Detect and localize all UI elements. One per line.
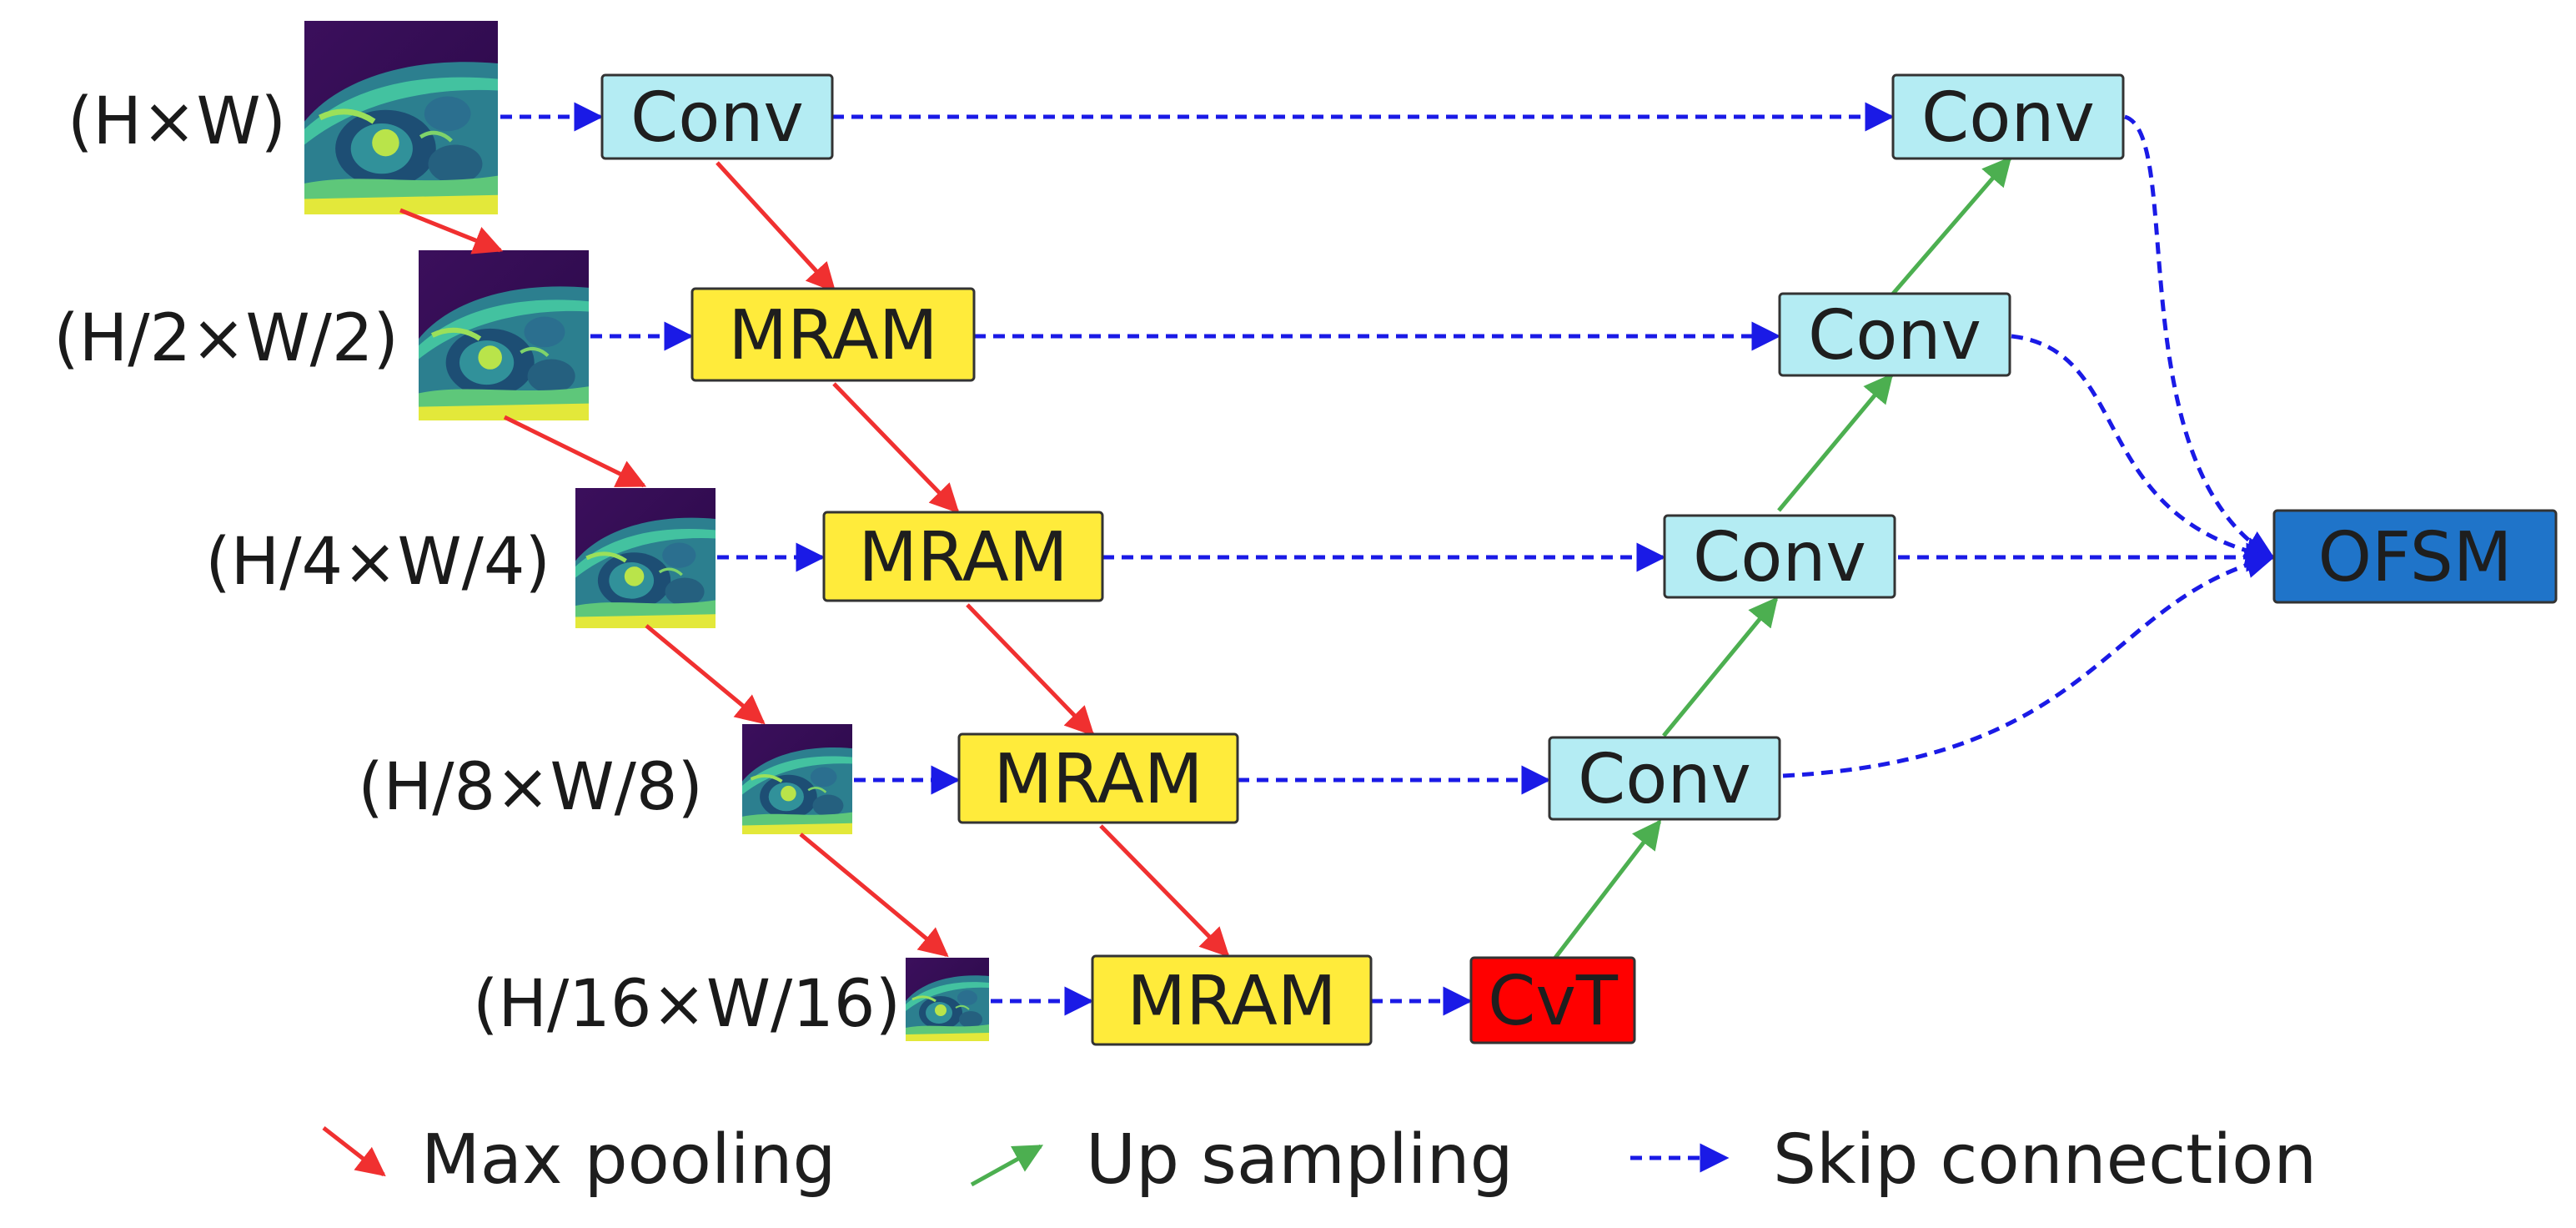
conv-label: Conv	[630, 78, 804, 158]
mram-label: MRAM	[858, 518, 1067, 597]
input-image-eighth	[742, 724, 852, 834]
legend-upsample-label: Up sampling	[1086, 1120, 1514, 1200]
input-image-sixteenth	[906, 958, 989, 1041]
mram-block-2: MRAM	[822, 511, 1104, 602]
input-image-half	[419, 250, 589, 420]
maxpool-image-1	[399, 208, 504, 254]
mram-block-3: MRAM	[957, 732, 1239, 824]
scale-label-2: (H/2×W/2)	[53, 301, 399, 376]
mram-block-1: MRAM	[690, 287, 976, 382]
scale-label-4: (H/8×W/8)	[358, 750, 703, 825]
maxpool-enc-2	[832, 382, 960, 514]
maxpool-image-4	[799, 833, 949, 958]
conv-block-encoder: Conv	[600, 73, 834, 160]
conv-block-decoder-2: Conv	[1778, 292, 2011, 377]
legend-maxpool-label: Max pooling	[421, 1120, 836, 1200]
legend: Max pooling Up sampling Skip connection	[322, 1120, 2317, 1200]
conv-block-decoder-3: Conv	[1663, 514, 1896, 599]
legend-upsample-arrow	[970, 1144, 1044, 1187]
ofsm-label: OFSM	[2317, 518, 2512, 597]
cvt-block: CvT	[1469, 956, 1636, 1044]
upsample-3	[1777, 373, 1894, 512]
input-image-full	[304, 21, 498, 214]
skip-dec-ofsm-4	[1782, 549, 2276, 778]
mram-label: MRAM	[1127, 962, 1336, 1041]
legend-skip-label: Skip connection	[1773, 1120, 2317, 1200]
conv-label: Conv	[1578, 740, 1751, 819]
conv-block-decoder-4: Conv	[1548, 736, 1781, 821]
maxpool-image-3	[645, 624, 766, 725]
mram-label: MRAM	[728, 296, 937, 375]
conv-block-decoder-1: Conv	[1891, 73, 2125, 160]
legend-maxpool-arrow	[322, 1126, 386, 1177]
maxpool-enc-4	[1099, 824, 1230, 958]
upsample-2	[1662, 596, 1779, 737]
cvt-label: CvT	[1488, 962, 1619, 1041]
skip-dec-ofsm-2	[2011, 334, 2276, 566]
upsample-1	[1554, 819, 1662, 959]
upsample-4	[1891, 156, 2012, 295]
conv-label: Conv	[1921, 78, 2095, 158]
conv-label: Conv	[1808, 296, 1981, 375]
skip-dec-ofsm-1	[2124, 114, 2276, 560]
ofsm-block: OFSM	[2272, 509, 2558, 604]
scale-label-1: (H×W)	[68, 84, 286, 159]
maxpool-image-2	[503, 415, 647, 488]
mram-label: MRAM	[993, 740, 1203, 819]
scale-label-3: (H/4×W/4)	[205, 525, 550, 600]
maxpool-enc-1	[716, 161, 836, 293]
mram-block-4: MRAM	[1091, 954, 1373, 1046]
maxpool-enc-3	[966, 603, 1095, 737]
scale-label-5: (H/16×W/16)	[473, 967, 901, 1042]
input-image-quarter	[575, 488, 716, 628]
conv-label: Conv	[1693, 518, 1866, 597]
